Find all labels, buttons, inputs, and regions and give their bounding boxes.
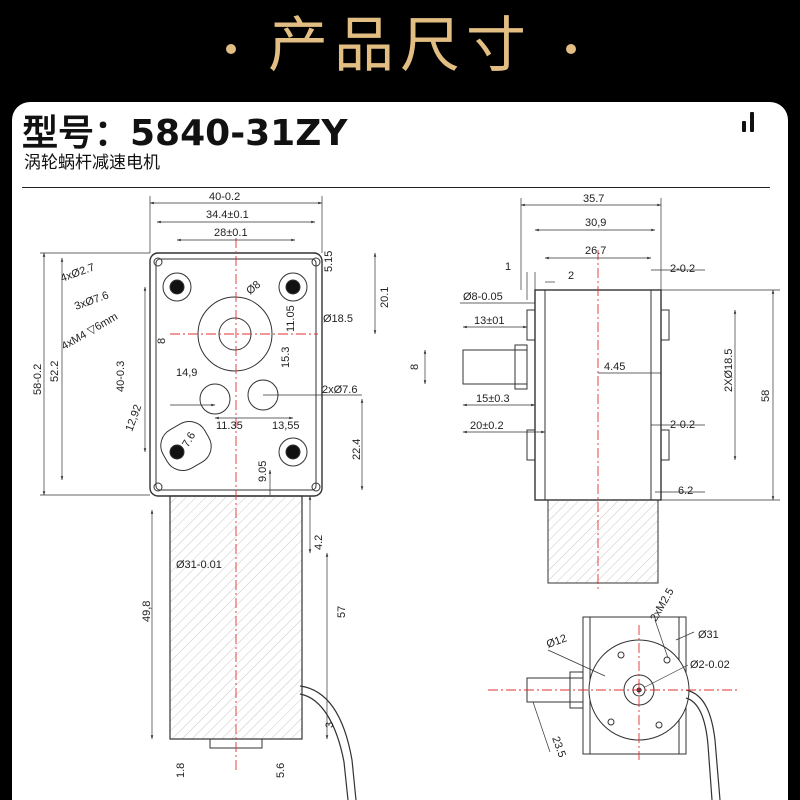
dim-label: 58 [760,390,772,402]
dim-label: 30,9 [585,217,606,229]
dim-label: 4.2 [313,535,325,550]
dim-label: 3 [324,722,336,728]
decor-dot-left [226,44,236,54]
side-view [462,289,670,584]
dim-label: 57 [336,606,348,618]
header-bar: 产品尺寸 [0,0,800,100]
dim-label: 23.5 [549,735,568,759]
side-dim-lines [423,198,780,501]
dim-label: 22.4 [351,439,363,460]
dim-label: 1 [505,261,511,273]
dim-label: 2 [568,270,574,282]
dim-label: 15±0.3 [476,393,510,405]
dim-label: 2-0.2 [670,263,695,275]
dim-label: Ø31 [698,629,719,641]
front-dim-lines [40,196,377,740]
dim-label: Ø31-0.01 [176,559,222,571]
model-number: 型号：5840-31ZY [22,113,348,154]
dim-label: 40-0.3 [115,361,127,392]
dim-label: 2xM2.5 [648,586,676,623]
dim-label: Ø18.5 [323,313,353,325]
dim-label: 34.4±0.1 [206,209,249,221]
dim-label: 49,8 [141,601,153,622]
dim-label: 52.2 [49,361,61,382]
dim-label: 2XØ18.5 [723,349,735,392]
dim-label: 2xØ7.6 [322,384,357,396]
dim-label: 26.7 [585,245,606,257]
product-subtitle: 涡轮蜗杆减速电机 [24,153,160,173]
mount-holes [153,257,321,492]
dim-label: 35.7 [583,193,604,205]
dim-label: 8 [156,338,168,344]
end-dim-lines [532,619,695,753]
dim-label: 13±01 [474,315,505,327]
dim-label: 13,55 [272,420,300,432]
dim-label: Ø8 [244,279,263,298]
dim-label: 28±0.1 [214,227,248,239]
dim-label: 11.35 [216,420,243,432]
side-dim-labels: 35.7 30,9 26.7 1 2 2-0.2 Ø8-0.05 13±01 8… [409,193,772,497]
dim-label: Ø2-0.02 [690,659,730,671]
dim-label: 4.45 [604,361,625,373]
dim-label: 4xM4 ▽6mm [60,311,120,353]
dim-label: 8 [409,364,421,370]
dim-label: 40-0.2 [209,191,240,203]
logo-mark-icon [742,112,756,132]
dim-label: 6.2 [678,485,693,497]
dim-label: 12,92 [124,403,145,433]
header-rule [22,187,770,188]
motor-side [547,499,659,584]
front-view [149,252,357,800]
dim-label: Ø12 [545,632,569,650]
dim-label: 20±0.2 [470,420,504,432]
dim-label: Ø8-0.05 [463,291,503,303]
decor-dot-right [566,44,576,54]
end-centerlines [488,625,740,760]
dim-label: 9.05 [257,461,269,482]
dim-label: 15.3 [280,347,292,368]
page-title: 产品尺寸 [268,11,532,81]
dim-label: 11.05 [285,305,297,332]
dim-label: 7.6 [180,430,198,449]
dim-label: 14,9 [176,367,197,379]
dim-label: 3xØ7.6 [73,289,110,312]
dim-label: 2-0.2 [670,419,695,431]
bosses [160,272,308,471]
side-shaft [462,349,528,385]
dim-label: 1.8 [175,763,187,778]
dim-label: 5.15 [323,251,335,272]
dim-label: 58-0.2 [32,364,44,395]
dim-label: 4xØ2.7 [59,261,96,284]
front-centerlines [170,238,318,770]
dim-label: 20.1 [379,287,391,308]
dim-label: 5.6 [275,763,287,778]
